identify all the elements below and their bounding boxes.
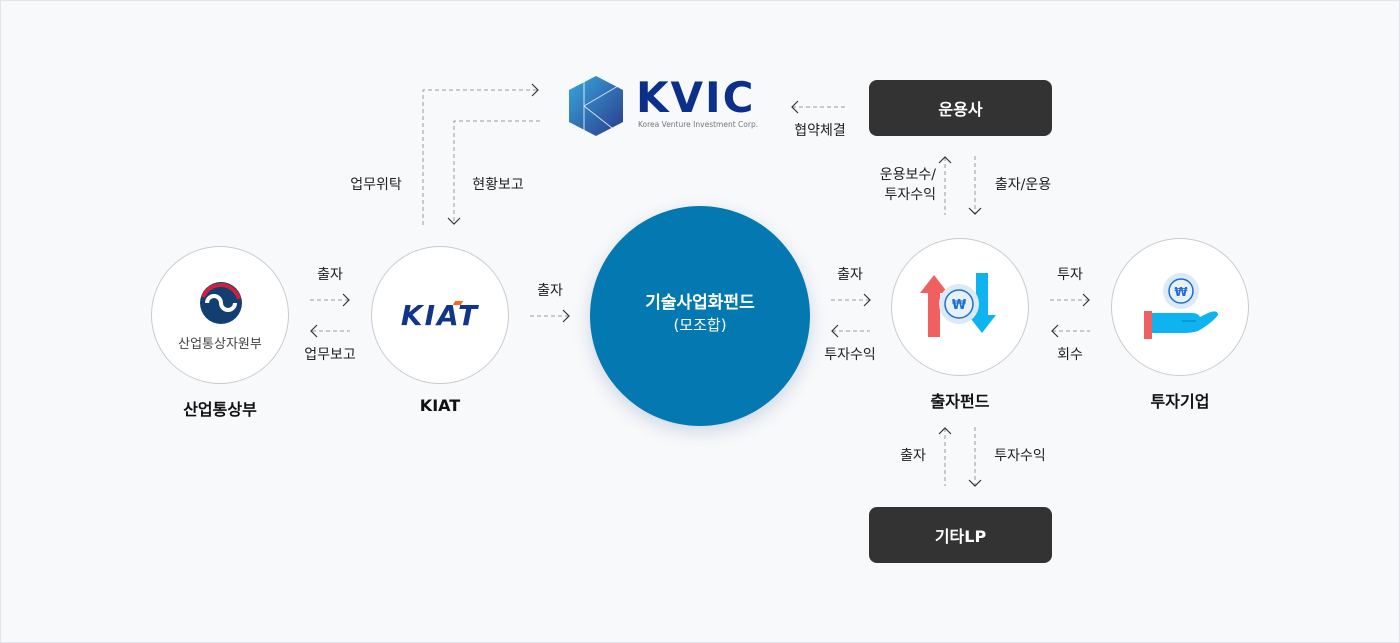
label-fund-to-operator: 운용보수/ 투자수익 (856, 165, 936, 205)
label-kiat-to-main: 출자 (537, 283, 563, 299)
operator-name: 운용사 (938, 100, 983, 119)
kvic-logo-subtext: Korea Venture Investment Corp. (638, 120, 759, 129)
portfolio-node: ₩ (1111, 238, 1249, 376)
label-fund-to-main: 투자수익 (824, 347, 876, 363)
ministry-node: 산업통상자원부 (151, 246, 289, 384)
label-operator-to-kvic: 협약체결 (794, 123, 846, 139)
label-portfolio-to-fund: 회수 (1057, 347, 1083, 363)
investment-fund-node: ₩ (891, 238, 1029, 376)
label-fund-to-operator-line2: 투자수익 (884, 187, 936, 203)
svg-text:₩: ₩ (952, 298, 967, 313)
other-lp-name: 기타LP (934, 527, 987, 546)
arrow-kiat-to-kvic (422, 89, 537, 225)
other-lp-box: 기타LP (869, 507, 1052, 563)
kiat-name: KIAT (419, 396, 461, 415)
kvic-logo-text: KVIC (636, 73, 756, 122)
label-lp-to-fund: 출자 (900, 448, 926, 464)
investment-fund-name: 출자펀드 (930, 392, 990, 411)
label-operator-to-fund: 출자/운용 (994, 177, 1052, 193)
operator-box: 운용사 (869, 80, 1052, 136)
portfolio-name: 투자기업 (1150, 392, 1210, 411)
hand-holding-coin-icon: ₩ (1144, 273, 1218, 339)
arrow-kvic-to-kiat (453, 120, 540, 224)
label-fund-to-portfolio: 투자 (1057, 267, 1083, 283)
label-ministry-to-kiat: 출자 (317, 267, 343, 283)
kvic-hexagon-icon (569, 76, 623, 136)
svg-text:₩: ₩ (1174, 285, 1188, 299)
main-fund-title: 기술사업화펀드 (645, 293, 755, 313)
kiat-logo: KIAT (400, 299, 480, 332)
kvic-logo: KVIC Korea Venture Investment Corp. (568, 73, 773, 138)
label-fund-to-lp: 투자수익 (994, 448, 1046, 464)
main-fund-node: 기술사업화펀드 (모조합) (590, 206, 810, 426)
ministry-name: 산업통상부 (183, 400, 257, 419)
label-kvic-to-kiat: 현황보고 (472, 177, 524, 193)
government-emblem-icon (200, 282, 242, 324)
label-main-to-fund: 출자 (837, 267, 863, 283)
label-fund-to-operator-line1: 운용보수/ (879, 167, 936, 183)
label-kiat-to-kvic: 업무위탁 (350, 177, 402, 193)
label-kiat-to-ministry: 업무보고 (304, 347, 356, 363)
ministry-logo-text: 산업통상자원부 (178, 337, 262, 352)
main-fund-subtitle: (모조합) (673, 316, 727, 334)
exchange-arrows-won-icon: ₩ (920, 273, 996, 337)
kiat-node: KIAT (371, 246, 509, 384)
